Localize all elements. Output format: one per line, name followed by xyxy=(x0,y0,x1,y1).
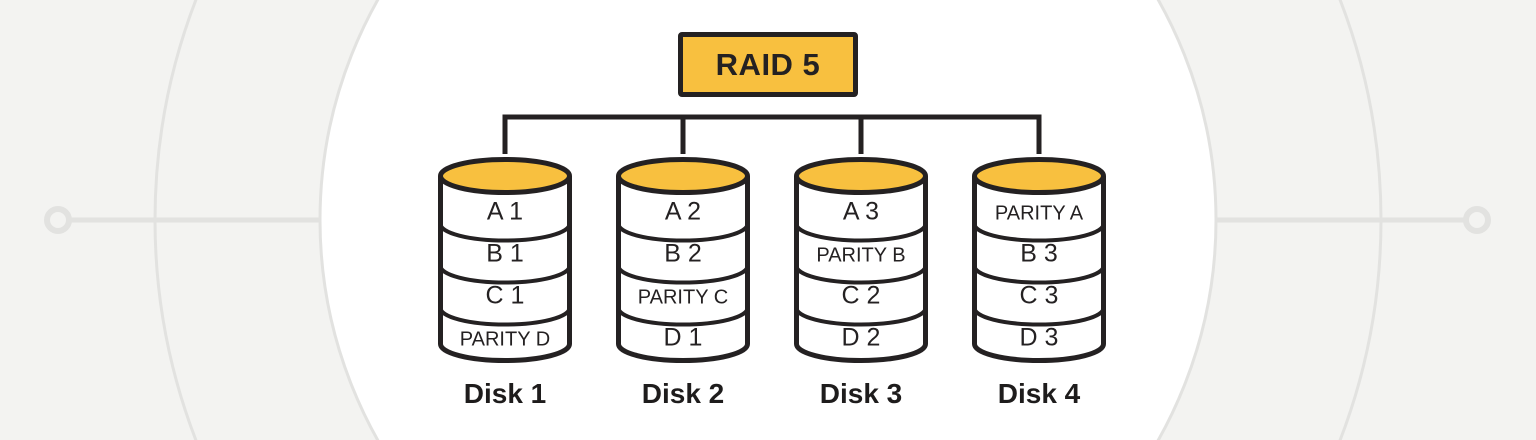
disk-name-label: Disk 4 xyxy=(997,378,1081,409)
block-label: B 2 xyxy=(664,240,702,268)
raid-level-label: RAID 5 xyxy=(715,46,821,82)
decor-left-ring-icon xyxy=(44,206,72,234)
cylinder-divider xyxy=(794,265,928,285)
cylinder-divider xyxy=(616,223,750,243)
disk-group-1: A 1 B 1 C 1 PARITY D Disk 1 xyxy=(435,156,575,410)
disk-group-3: A 3 PARITY B C 2 D 2 Disk 3 xyxy=(791,156,931,410)
raid-level-badge: RAID 5 xyxy=(678,32,858,97)
block-label: PARITY B xyxy=(816,245,905,267)
cylinder-divider xyxy=(616,307,750,327)
disk-cylinder: A 3 PARITY B C 2 D 2 xyxy=(794,157,928,363)
cylinder-body xyxy=(794,176,928,363)
block-label: A 2 xyxy=(665,198,701,226)
block-label: D 2 xyxy=(842,324,881,352)
cylinder-divider xyxy=(972,307,1106,327)
disk-name-label: Disk 2 xyxy=(641,378,725,409)
cylinder-body xyxy=(438,176,572,363)
cylinder-body xyxy=(972,176,1106,363)
disk-cylinder: PARITY A B 3 C 3 D 3 xyxy=(972,157,1106,363)
cylinder-divider xyxy=(794,223,928,243)
block-label: C 3 xyxy=(1020,282,1059,310)
block-label: PARITY A xyxy=(995,203,1084,225)
cylinder-divider xyxy=(438,307,572,327)
cylinder-divider xyxy=(972,265,1106,285)
cylinder-divider xyxy=(794,307,928,327)
block-label: A 3 xyxy=(843,198,879,226)
block-label: C 1 xyxy=(486,282,525,310)
block-label: C 2 xyxy=(842,282,881,310)
disk-cylinder: A 1 B 1 C 1 PARITY D xyxy=(438,157,572,363)
connector-outer-path xyxy=(502,114,1042,154)
block-label: B 1 xyxy=(486,240,524,268)
disk-platter-top xyxy=(794,157,928,195)
block-label: B 3 xyxy=(1020,240,1058,268)
block-label: D 1 xyxy=(664,324,703,352)
block-label: PARITY D xyxy=(460,329,550,351)
cylinder-divider xyxy=(616,265,750,285)
decor-right-ring-icon xyxy=(1463,206,1491,234)
disk-group-2: A 2 B 2 PARITY C D 1 Disk 2 xyxy=(613,156,753,410)
block-label: PARITY C xyxy=(638,287,728,309)
disk-platter-top xyxy=(972,157,1106,195)
block-label: D 3 xyxy=(1020,324,1059,352)
disk-platter-top xyxy=(616,157,750,195)
disk-cylinder: A 2 B 2 PARITY C D 1 xyxy=(616,157,750,363)
disk-name-label: Disk 1 xyxy=(463,378,547,409)
disk-platter-top xyxy=(438,157,572,195)
cylinder-body xyxy=(616,176,750,363)
disk-group-4: PARITY A B 3 C 3 D 3 Disk 4 xyxy=(969,156,1109,410)
block-label: A 1 xyxy=(487,198,523,226)
cylinder-divider xyxy=(972,223,1106,243)
cylinder-divider xyxy=(438,223,572,243)
cylinder-divider xyxy=(438,265,572,285)
disk-name-label: Disk 3 xyxy=(819,378,903,409)
